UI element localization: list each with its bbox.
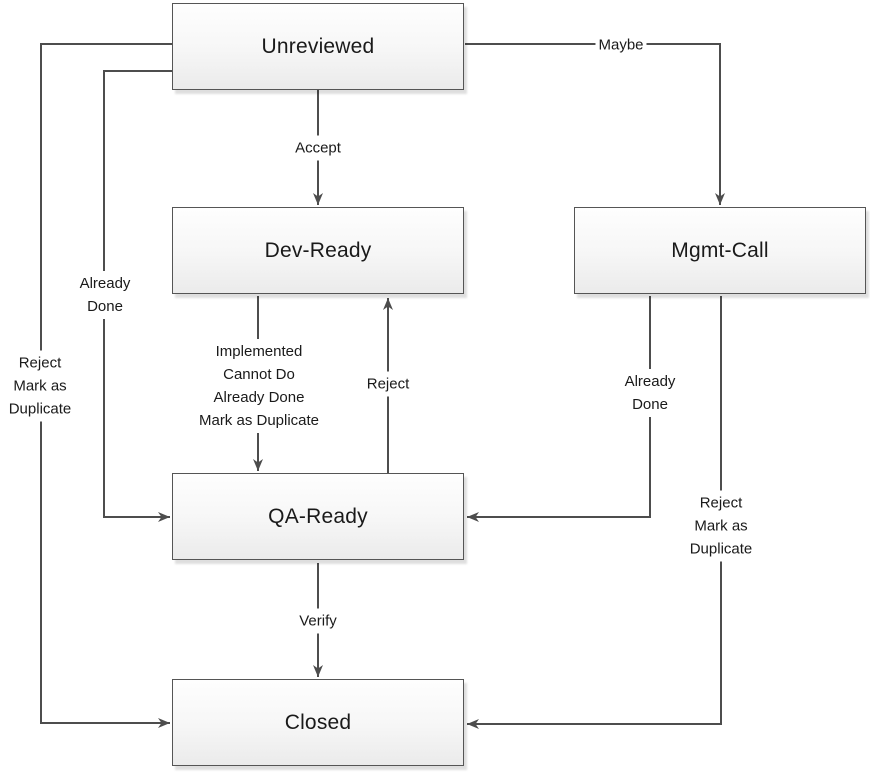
edge-label-reject-duplicate-right: Reject Mark as Duplicate — [686, 490, 756, 562]
node-mgmt-call-label: Mgmt-Call — [671, 238, 769, 262]
node-dev-ready-label: Dev-Ready — [264, 238, 372, 262]
edge-mgmtcall-to-closed — [467, 296, 722, 729]
edge-label-implemented-group: Implemented Cannot Do Already Done Mark … — [195, 339, 323, 433]
node-qa-ready: QA-Ready — [172, 473, 464, 560]
edge-label-already-done-left: Already Done — [76, 271, 134, 319]
edge-unreviewed-to-mgmtcall — [465, 43, 725, 205]
edge-label-verify: Verify — [296, 608, 340, 634]
edge-label-already-done-right: Already Done — [621, 369, 679, 417]
node-closed: Closed — [172, 679, 464, 766]
edge-label-reject-duplicate-left: Reject Mark as Duplicate — [5, 350, 75, 422]
node-mgmt-call: Mgmt-Call — [574, 207, 866, 294]
edge-label-accept: Accept — [292, 135, 344, 161]
node-dev-ready: Dev-Ready — [172, 207, 464, 294]
edge-label-maybe: Maybe — [595, 32, 647, 58]
node-closed-label: Closed — [284, 710, 352, 734]
node-qa-ready-label: QA-Ready — [268, 504, 368, 528]
node-unreviewed: Unreviewed — [172, 3, 464, 90]
node-unreviewed-label: Unreviewed — [261, 34, 375, 58]
edge-label-reject: Reject — [363, 371, 413, 397]
